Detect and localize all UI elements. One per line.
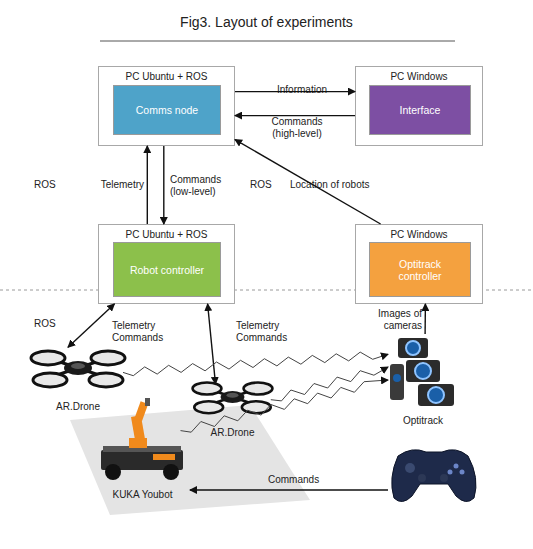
annotation-label: ROS: [34, 318, 56, 329]
mobile-manipulator-illustration: [95, 398, 190, 484]
process-box: Interface: [369, 85, 471, 135]
connector-label: Images of cameras: [362, 308, 422, 332]
drone-node: AR.Drone: [28, 340, 128, 412]
box-text: Robot controller: [130, 264, 204, 276]
device-label: KUKA Youbot: [85, 489, 200, 500]
process-box: Comms node: [113, 85, 221, 135]
wireless-link: [123, 352, 388, 376]
connector-arrow: [235, 140, 381, 224]
drone-illustration: [28, 340, 128, 396]
robot-node: KUKA Youbot: [95, 398, 190, 500]
box-text: Optitrack controller: [384, 258, 456, 282]
connector-arrow: [424, 304, 426, 334]
process-box: Robot controller: [113, 242, 221, 297]
connector-arrow: [163, 146, 164, 224]
connector-arrow: [68, 304, 114, 347]
gamepad-illustration: [392, 450, 476, 502]
figure-title: Fig3. Layout of experiments: [0, 14, 533, 30]
connector-arrow: [208, 304, 216, 384]
connector-arrow: [235, 115, 355, 116]
device-label: Optitrack: [378, 415, 468, 426]
floor-shadow: [70, 405, 310, 515]
connector-label: Telemetry Commands: [236, 320, 296, 344]
annotation-label: Commands: [268, 474, 319, 485]
annotation-label: ROS: [250, 179, 272, 190]
connector-label: Telemetry Commands: [112, 320, 172, 344]
title-rule: [100, 41, 455, 42]
computer-box: PC WindowsInterface: [355, 66, 483, 146]
process-box: Optitrack controller: [369, 242, 471, 297]
device-label: AR.Drone: [18, 401, 138, 412]
camera-system-node: Optitrack: [388, 334, 458, 426]
box-heading: PC Windows: [356, 71, 482, 82]
computer-box: PC WindowsOptitrack controller: [355, 224, 483, 304]
box-heading: PC Windows: [356, 229, 482, 240]
device-label: AR.Drone: [180, 427, 285, 438]
camera-array-illustration: [388, 334, 458, 408]
connector-arrow: [235, 91, 355, 92]
computer-box: PC Ubuntu + ROS Robot controller: [98, 224, 235, 304]
annotation-label: ROS: [34, 179, 56, 190]
computer-box: PC Ubuntu + ROS Comms node: [98, 66, 235, 146]
gamepad-command-arrow: [190, 489, 388, 490]
drone-node: AR.Drone: [190, 372, 275, 438]
box-text: Interface: [400, 104, 441, 116]
connector-label: Commands (low-level): [170, 174, 226, 198]
connector-label: Information: [262, 84, 342, 96]
wireless-link: [181, 380, 389, 432]
wireless-link: [271, 367, 388, 401]
box-heading: PC Ubuntu + ROS: [99, 229, 234, 240]
connector-label: Commands (high-level): [262, 116, 332, 140]
drone-illustration: [190, 372, 275, 422]
connector-arrow: [147, 146, 148, 224]
connector-label: Location of robots: [290, 179, 400, 191]
connector-label: Telemetry: [84, 179, 144, 191]
box-text: Comms node: [136, 104, 198, 116]
box-heading: PC Ubuntu + ROS: [99, 71, 234, 82]
